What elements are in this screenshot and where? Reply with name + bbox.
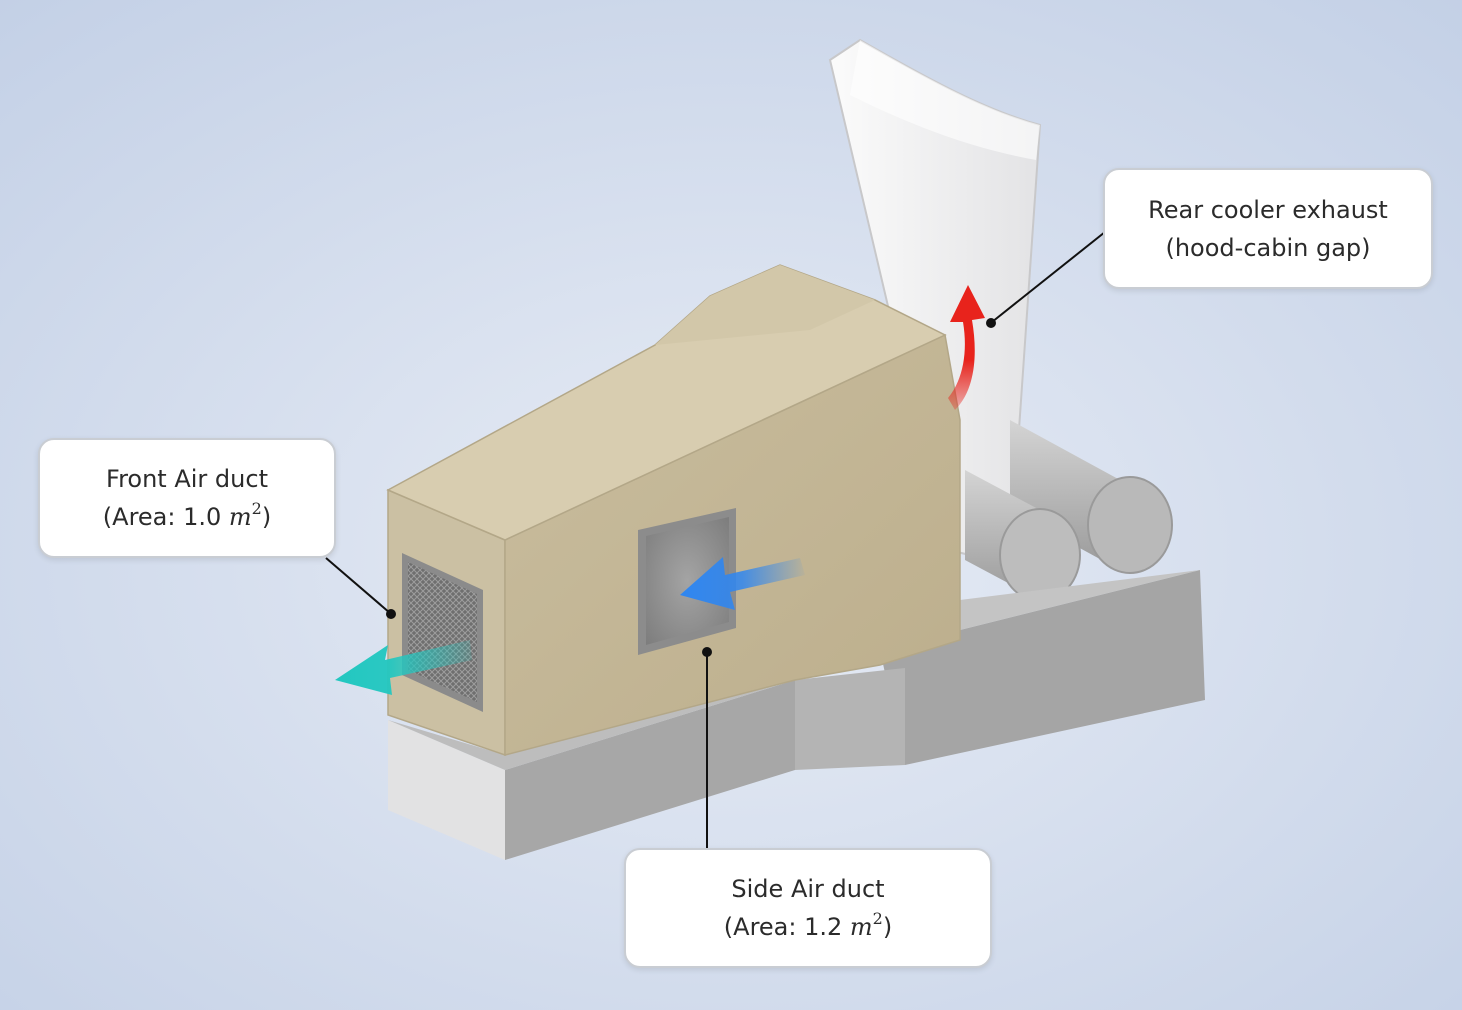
front-callout-title: Front Air duct	[106, 465, 268, 493]
front-leader-dot	[386, 609, 396, 619]
front-callout-area: (Area: 1.0 m2)	[40, 498, 334, 536]
side-area-suffix: )	[882, 913, 893, 941]
side-area-prefix: (Area: 1.2	[723, 913, 850, 941]
front-area-unit: m2	[228, 499, 262, 532]
side-inflow-arrow-icon	[680, 557, 805, 610]
front-area-exponent: 2	[251, 499, 262, 518]
rear-leader-dot	[986, 318, 996, 328]
front-outflow-arrow-icon	[335, 640, 472, 695]
roller-rear	[1010, 420, 1173, 574]
leader-lines	[325, 231, 1106, 848]
rear-callout-line2: (hood-cabin gap)	[1165, 233, 1371, 262]
side-area-exponent: 2	[872, 909, 883, 928]
front-area-suffix: )	[261, 503, 272, 531]
side-leader-dot	[702, 647, 712, 657]
side-air-duct-callout: Side Air duct (Area: 1.2 m2)	[624, 848, 992, 968]
side-area-unit: m2	[849, 909, 883, 942]
side-callout-area: (Area: 1.2 m2)	[626, 908, 990, 946]
front-area-prefix: (Area: 1.0	[102, 503, 229, 531]
front-leader-line	[325, 557, 391, 614]
side-callout-title: Side Air duct	[731, 875, 885, 903]
rear-callout-line1: Rear cooler exhaust	[1148, 195, 1388, 224]
rear-leader-line	[991, 231, 1106, 323]
rear-exhaust-arrow-icon	[948, 285, 985, 410]
side-air-duct-filter	[638, 508, 736, 655]
roller-front	[965, 470, 1081, 602]
front-air-duct-callout: Front Air duct (Area: 1.0 m2)	[38, 438, 336, 558]
rear-cooler-exhaust-callout: Rear cooler exhaust (hood-cabin gap)	[1103, 168, 1433, 289]
